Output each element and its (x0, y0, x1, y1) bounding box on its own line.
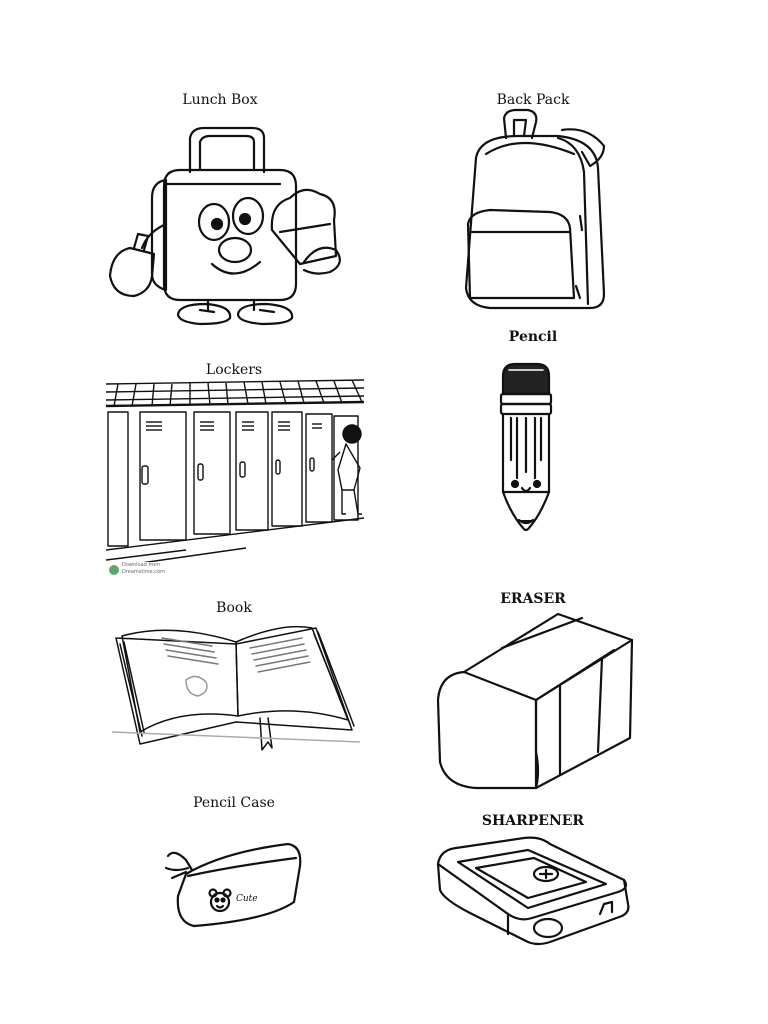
pencil-label: Pencil (508, 329, 558, 345)
watermark-line2: Dreamstime.com (122, 569, 165, 575)
pencil-illustration (497, 360, 555, 536)
lockers-label: Lockers (205, 362, 263, 378)
lunch-box-label: Lunch Box (182, 92, 258, 108)
lockers-illustration: Download from Dreamstime.com (106, 378, 364, 578)
lunch-box-illustration (104, 124, 354, 329)
eraser-label: ERASER (500, 591, 566, 607)
sharpener-illustration (436, 834, 630, 948)
pencil-case-illustration: Cute (164, 838, 304, 930)
book-label: Book (216, 600, 252, 616)
back-pack-label: Back Pack (496, 92, 570, 108)
pencil-case-label: Pencil Case (193, 795, 275, 811)
watermark-line1: Download from (122, 562, 161, 568)
sharpener-label: SHARPENER (481, 813, 585, 829)
back-pack-illustration (458, 108, 608, 314)
eraser-illustration (436, 612, 634, 792)
pencil-case-logo-text: Cute (236, 894, 258, 904)
book-illustration (112, 620, 360, 756)
